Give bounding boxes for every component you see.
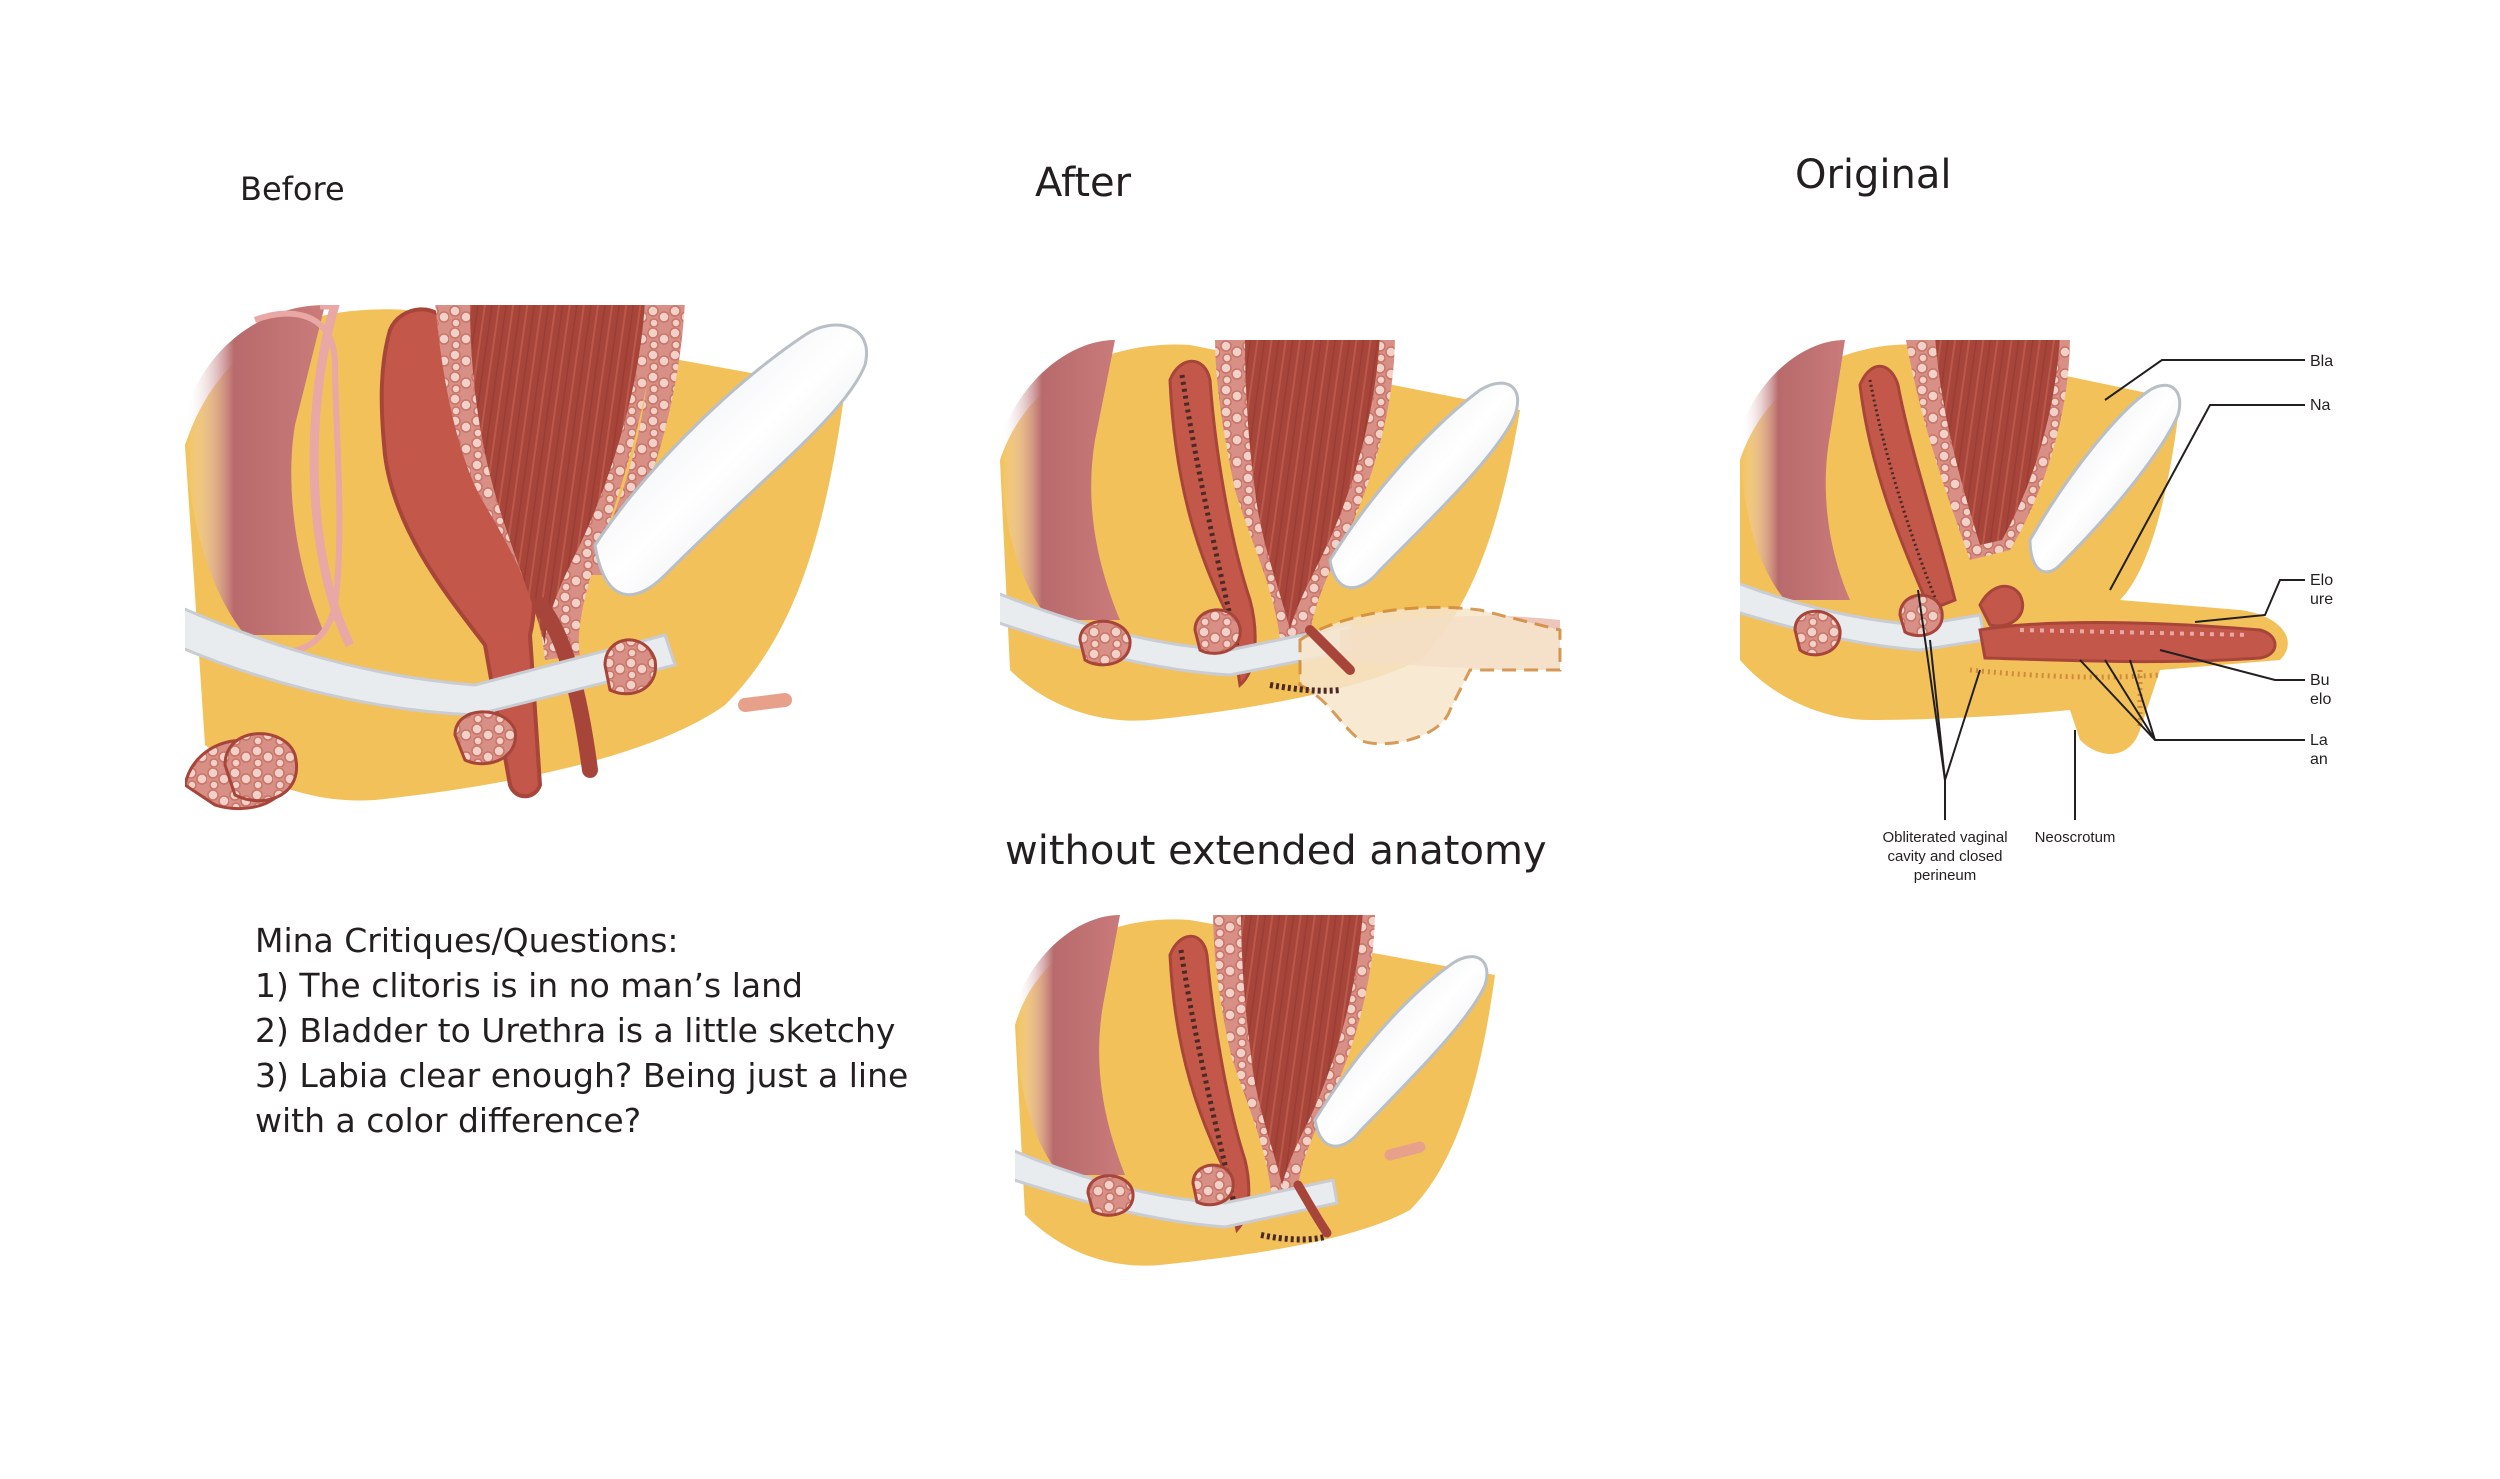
critique-notes: Mina Critiques/Questions: 1) The clitori… <box>255 918 908 1143</box>
clitoris-shape <box>1384 1141 1426 1161</box>
label-obliterated-line1: Obliterated vaginal <box>1882 829 2007 846</box>
leader-line-4 <box>2159 649 2305 681</box>
rectum-shape <box>185 305 325 635</box>
critique-item-2: 2) Bladder to Urethra is a little sketch… <box>255 1011 896 1050</box>
heading-without-extended-anatomy: without extended anatomy <box>1005 828 1547 874</box>
without-anatomy <box>1015 915 1495 1266</box>
critique-item-1: 1) The clitoris is in no man’s land <box>255 966 803 1005</box>
spongy-tissue-right <box>585 305 685 575</box>
before-anatomy <box>185 305 869 811</box>
urethra-tube <box>1293 1180 1332 1238</box>
perineal-muscle-1 <box>453 710 517 766</box>
label-bla: Bla <box>2310 353 2333 370</box>
pubic-bone-shape <box>1313 955 1489 1148</box>
sphincter-muscle <box>1078 619 1132 667</box>
perineal-muscle-2 <box>603 638 657 696</box>
neourethra-line <box>2019 628 2251 637</box>
critique-item-3: 3) Labia clear enough? Being just a line <box>255 1056 909 1095</box>
perineum-suture <box>1269 682 1341 694</box>
critique-title: Mina Critiques/Questions: <box>255 921 679 960</box>
sphincter-muscle-2 <box>223 732 299 803</box>
pubic-bone-shape <box>2028 383 2182 574</box>
label-elo-2: elo <box>2310 691 2331 708</box>
label-elo: Elo <box>2310 572 2333 589</box>
rectum-shape <box>1000 340 1120 620</box>
rectum-shape <box>1015 915 1125 1175</box>
obliterated-vagina-shape <box>1168 934 1251 1234</box>
bladder-muscle-shape <box>470 305 645 645</box>
original-leader-lines <box>1917 359 2305 820</box>
bladder-muscle-shape <box>1241 915 1363 1185</box>
pelvic-floor-band <box>1015 1149 1339 1229</box>
original-labels: Bla Na Elo ure Bu elo La an Obliterated … <box>1882 353 2333 884</box>
original-illustration: Bla Na Elo ure Bu elo La an Obliterated … <box>1740 340 2333 884</box>
pelvic-floor-band <box>185 607 677 717</box>
label-an: an <box>2310 751 2328 768</box>
urethra-tube <box>1305 625 1355 675</box>
sphincter-muscle <box>1086 1174 1135 1217</box>
perineal-muscle <box>1193 608 1242 655</box>
after-illustration <box>1000 340 1562 746</box>
leader-line-9 <box>1929 639 1946 781</box>
perineum-suture <box>1260 1232 1326 1243</box>
neophallus-shape <box>1978 621 2277 664</box>
label-obliterated-line2: cavity and closed <box>1887 848 2002 865</box>
clitoris-shape <box>738 693 792 712</box>
extended-anatomy-outline <box>1298 605 1562 746</box>
suture-line <box>1868 379 1942 611</box>
leader-line-3 <box>2194 579 2305 623</box>
bladder-muscle-shape <box>1935 340 2060 545</box>
leader-line-8 <box>1917 589 1946 781</box>
label-na: Na <box>2310 397 2331 414</box>
heading-before: Before <box>240 170 345 208</box>
label-ure: ure <box>2310 591 2333 608</box>
suture-line <box>1179 374 1243 661</box>
original-anatomy <box>1740 340 2288 754</box>
after-anatomy <box>1000 340 1562 746</box>
bladder-muscle-shape <box>1245 340 1380 630</box>
pink-outline <box>242 310 343 655</box>
closed-perineum-line <box>1969 667 2161 680</box>
perineal-muscle <box>1191 1163 1235 1207</box>
pubic-bone-shape <box>1328 381 1520 589</box>
leader-line-6 <box>2104 659 2156 741</box>
pubic-bone-shape <box>593 323 869 597</box>
leader-line-10 <box>1944 669 1981 781</box>
heading-after: After <box>1035 160 1132 206</box>
label-la: La <box>2310 732 2328 749</box>
obliterated-vagina-shape <box>1858 364 1957 612</box>
label-obliterated-line3: perineum <box>1914 867 1977 884</box>
leader-line-2 <box>2109 404 2305 591</box>
leader-line-7 <box>2129 659 2156 741</box>
without-extended-illustration <box>1015 915 1495 1266</box>
critique-item-4: with a color difference? <box>255 1101 642 1140</box>
leader-line-1 <box>2104 359 2305 401</box>
obliterated-vagina-shape <box>1168 359 1257 688</box>
label-neoscrotum: Neoscrotum <box>2035 829 2116 846</box>
heading-original: Original <box>1795 152 1952 198</box>
rectum-shape <box>1740 340 1850 600</box>
label-bu: Bu <box>2310 672 2330 689</box>
sphincter-muscle <box>1793 609 1842 657</box>
before-illustration <box>185 305 869 811</box>
